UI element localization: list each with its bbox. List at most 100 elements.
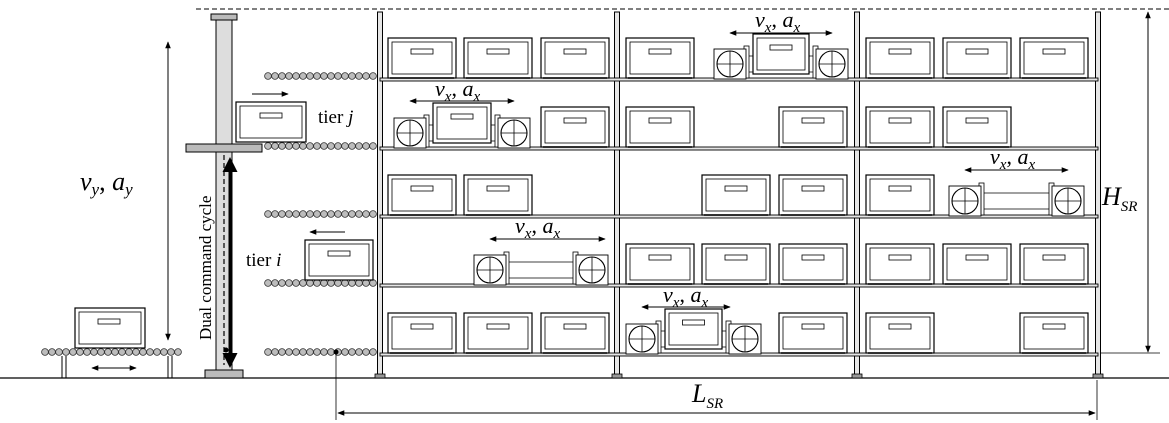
conveyor-roller xyxy=(313,72,321,80)
conveyor-roller xyxy=(55,348,63,356)
conveyor-roller xyxy=(369,279,377,287)
shuttle xyxy=(393,102,531,149)
conveyor-roller xyxy=(76,348,84,356)
conveyor-roller xyxy=(306,348,314,356)
conveyor-roller xyxy=(264,279,272,287)
conveyor-roller xyxy=(271,348,279,356)
tote xyxy=(942,37,1012,79)
tote xyxy=(463,174,533,216)
tote xyxy=(778,174,848,216)
tote xyxy=(701,243,771,285)
conveyor-roller xyxy=(278,210,286,218)
tier-i-label: tier i xyxy=(246,250,281,271)
tote xyxy=(865,37,935,79)
conveyor-roller xyxy=(341,210,349,218)
tote xyxy=(1019,312,1089,354)
conveyor-roller xyxy=(334,142,342,150)
rack-post-foot xyxy=(851,373,863,379)
conveyor-roller xyxy=(355,210,363,218)
shuttle xyxy=(948,182,1085,217)
conveyor-roller xyxy=(299,72,307,80)
conveyor-roller xyxy=(285,279,293,287)
tote xyxy=(463,37,533,79)
rack-post xyxy=(614,11,620,379)
shuttle xyxy=(625,308,762,355)
conveyor-roller xyxy=(153,348,161,356)
tote xyxy=(942,243,1012,285)
tote xyxy=(865,106,935,148)
conveyor-roller xyxy=(362,348,370,356)
shuttle xyxy=(473,251,609,286)
conveyor-roller xyxy=(320,348,328,356)
tote xyxy=(387,37,457,79)
tote xyxy=(625,106,695,148)
shuttle xyxy=(713,33,849,80)
dual-command-cycle-label: Dual command cycle xyxy=(196,196,215,340)
conveyor-roller xyxy=(327,72,335,80)
conveyor-roller xyxy=(306,279,314,287)
conveyor-roller xyxy=(167,348,175,356)
tote xyxy=(540,312,610,354)
conveyor-roller xyxy=(313,279,321,287)
tote xyxy=(701,174,771,216)
tote xyxy=(540,106,610,148)
conveyor-roller xyxy=(41,348,49,356)
conveyor-roller xyxy=(341,279,349,287)
conveyor-roller xyxy=(306,72,314,80)
conveyor-roller xyxy=(69,348,77,356)
conveyor-roller xyxy=(313,142,321,150)
tote xyxy=(865,174,935,216)
rack-post xyxy=(1095,11,1101,379)
conveyor-roller xyxy=(320,210,328,218)
vx-ax-label: vx, ax xyxy=(990,144,1035,173)
conveyor-roller xyxy=(48,348,56,356)
rack-shelf xyxy=(379,146,1099,151)
conveyor-roller xyxy=(146,348,154,356)
conveyor-roller xyxy=(278,279,286,287)
vx-ax-label: vx, ax xyxy=(663,282,708,311)
conveyor-roller xyxy=(362,210,370,218)
conveyor-roller xyxy=(320,279,328,287)
conveyor-roller xyxy=(292,72,300,80)
lift-mast xyxy=(185,13,263,379)
conveyor-roller xyxy=(278,142,286,150)
vx-ax-label: vx, ax xyxy=(515,213,560,242)
conveyor-roller xyxy=(369,348,377,356)
rack-post-foot xyxy=(374,373,386,379)
tote xyxy=(778,106,848,148)
conveyor-roller xyxy=(348,142,356,150)
conveyor-roller xyxy=(369,72,377,80)
tote xyxy=(778,312,848,354)
conveyor-roller xyxy=(313,210,321,218)
tote xyxy=(625,37,695,79)
conveyor-roller xyxy=(306,142,314,150)
conveyor-roller xyxy=(327,142,335,150)
conveyor-tier-1 xyxy=(264,348,377,356)
conveyor-roller xyxy=(299,142,307,150)
conveyor-roller xyxy=(327,279,335,287)
conveyor-roller xyxy=(139,348,147,356)
conveyor-roller xyxy=(90,348,98,356)
input-conveyor xyxy=(61,307,173,378)
tote xyxy=(942,106,1012,148)
conveyor-roller xyxy=(292,210,300,218)
input-conveyor-rollers xyxy=(41,348,182,356)
conveyor-roller xyxy=(299,210,307,218)
conveyor-roller xyxy=(355,72,363,80)
conveyor-roller xyxy=(271,72,279,80)
tier-j-label: tier j xyxy=(318,107,353,128)
conveyor-roller xyxy=(348,72,356,80)
conveyor-roller xyxy=(132,348,140,356)
conveyor-roller xyxy=(83,348,91,356)
conveyor-roller xyxy=(285,72,293,80)
conveyor-roller xyxy=(355,279,363,287)
tote xyxy=(387,174,457,216)
conveyor-roller xyxy=(264,72,272,80)
conveyor-roller xyxy=(118,348,126,356)
rack-post-foot xyxy=(611,373,623,379)
conveyor-roller xyxy=(299,348,307,356)
conveyor-roller xyxy=(285,142,293,150)
tote xyxy=(463,312,533,354)
rack-post xyxy=(854,11,860,379)
